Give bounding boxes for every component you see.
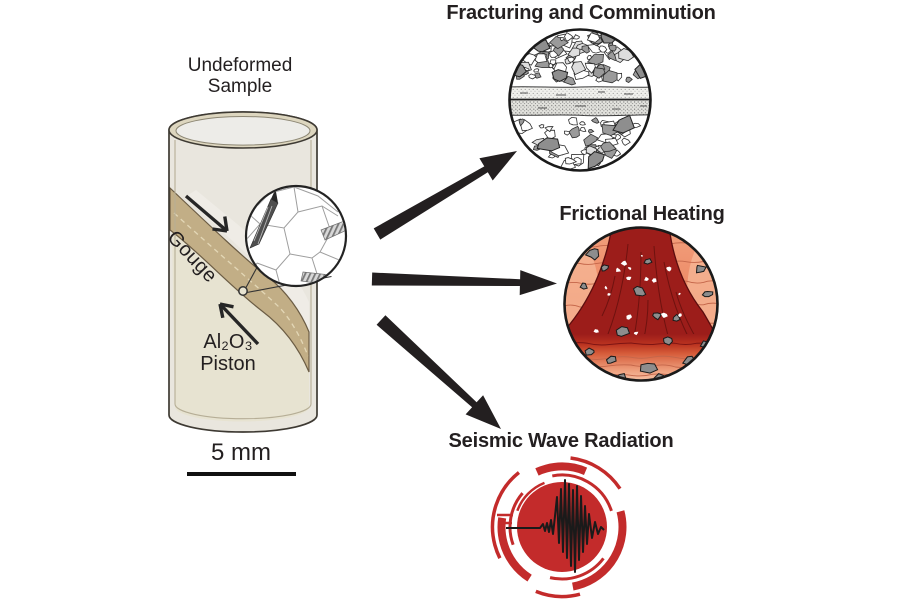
seismogram-trace	[506, 479, 605, 573]
radiation-arcs	[490, 455, 634, 599]
shear-arrow-upper	[184, 194, 229, 233]
grain-magnifier-inset	[244, 184, 348, 288]
frictional-illustration	[563, 226, 719, 382]
fracturing-illustration	[508, 28, 652, 172]
scale-bar-label: 5 mm	[211, 439, 271, 466]
fault-surface-sheen	[185, 190, 309, 331]
hot-slip-zone	[565, 334, 717, 353]
comminuted-shear-band	[510, 86, 650, 117]
cylinder-top-face	[175, 116, 311, 146]
seismic-illustration	[490, 455, 634, 599]
undeformed-sample-label: Undeformed Sample	[187, 55, 293, 98]
piston-label: Al₂O₃ Piston	[200, 331, 256, 376]
fracturing-title: Fracturing and Comminution	[446, 2, 716, 24]
sample-cylinder	[168, 111, 348, 433]
breccia-texture	[510, 30, 650, 170]
seismic-title: Seismic Wave Radiation	[448, 430, 674, 452]
shear-arrow-lower	[218, 302, 260, 346]
process-arrows	[371, 151, 557, 429]
frictional-heating-title: Frictional Heating	[559, 203, 725, 225]
gouge-band	[169, 186, 310, 373]
